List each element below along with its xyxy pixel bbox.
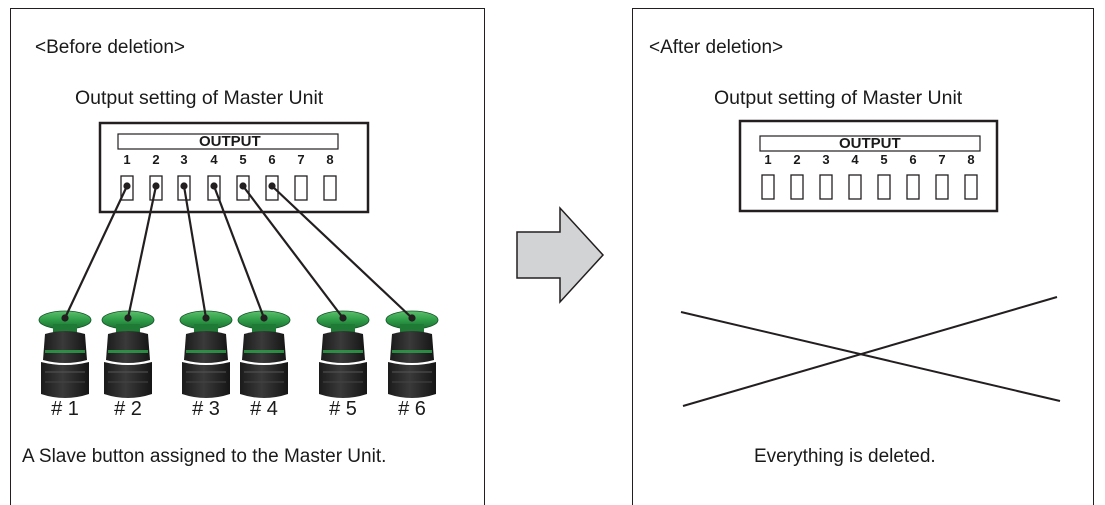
- before-heading: <Before deletion>: [35, 37, 186, 58]
- after-heading: <After deletion>: [649, 37, 784, 58]
- after-channel-number: 6: [909, 152, 917, 167]
- after-subtitle: Output setting of Master Unit: [714, 87, 963, 109]
- connection-dot: [202, 314, 210, 322]
- assignment-lines: [61, 182, 416, 322]
- connection-dot: [339, 314, 347, 322]
- before-deletion-panel: <Before deletion> Output setting of Mast…: [10, 8, 485, 505]
- after-output-label: OUTPUT: [839, 135, 901, 152]
- slave-button-icon: [316, 310, 370, 399]
- before-channel-number: 4: [210, 152, 218, 167]
- after-channel-number: 4: [851, 152, 859, 167]
- before-subtitle: Output setting of Master Unit: [75, 87, 324, 109]
- connection-dot: [152, 182, 160, 190]
- before-output-label: OUTPUT: [199, 133, 261, 150]
- slave-number-label: # 6: [398, 398, 426, 420]
- slave-number-label: # 5: [329, 398, 357, 420]
- after-channel-number: 7: [938, 152, 946, 167]
- slave-button-icon: [385, 310, 439, 399]
- slave-number-label: # 2: [114, 398, 142, 420]
- slave-button-icon: [237, 310, 291, 399]
- after-channel-number: 3: [822, 152, 830, 167]
- assignment-line: [182, 185, 208, 319]
- after-output-slot-3: [819, 174, 833, 200]
- assignment-line: [271, 185, 413, 319]
- before-channel-number: 1: [123, 152, 131, 167]
- before-output-slot-8: [323, 175, 337, 201]
- after-channel-number: 2: [793, 152, 801, 167]
- after-channel-number: 8: [967, 152, 975, 167]
- after-output-slot-2: [790, 174, 804, 200]
- after-master-unit: [738, 119, 999, 213]
- before-output-slot-7: [294, 175, 308, 201]
- connection-dot: [180, 182, 188, 190]
- before-channel-number: 6: [268, 152, 276, 167]
- connection-dot: [123, 182, 131, 190]
- after-output-slot-8: [964, 174, 978, 200]
- assignment-line: [242, 185, 344, 319]
- before-channel-number: 3: [180, 152, 188, 167]
- before-channel-number: 2: [152, 152, 160, 167]
- after-output-slot-4: [848, 174, 862, 200]
- connection-dot: [260, 314, 268, 322]
- assignment-line: [212, 185, 266, 319]
- slave-number-label: # 4: [250, 398, 278, 420]
- after-channel-number: 5: [880, 152, 888, 167]
- before-master-unit: [98, 121, 370, 214]
- assignment-line: [64, 185, 128, 319]
- connection-dot: [210, 182, 218, 190]
- slave-button-icon: [101, 310, 155, 399]
- connection-dot: [124, 314, 132, 322]
- slave-number-label: # 1: [51, 398, 79, 420]
- slave-number-label: # 3: [192, 398, 220, 420]
- after-channel-number: 1: [764, 152, 772, 167]
- connection-dot: [408, 314, 416, 322]
- before-caption: A Slave button assigned to the Master Un…: [22, 446, 387, 467]
- after-output-slot-1: [761, 174, 775, 200]
- connection-dot: [61, 314, 69, 322]
- assignment-line: [126, 185, 158, 319]
- before-channel-number: 8: [326, 152, 334, 167]
- after-deletion-panel: <After deletion> Output setting of Maste…: [632, 8, 1094, 505]
- after-output-slot-6: [906, 174, 920, 200]
- connection-dot: [268, 182, 276, 190]
- after-output-slot-5: [877, 174, 891, 200]
- before-channel-number: 5: [239, 152, 247, 167]
- slave-buttons: [38, 310, 439, 399]
- slave-button-icon: [179, 310, 233, 399]
- slave-button-icon: [38, 310, 92, 399]
- before-channel-number: 7: [297, 152, 305, 167]
- after-caption: Everything is deleted.: [754, 446, 936, 467]
- cross-mark-icon: [680, 296, 1061, 407]
- connection-dot: [239, 182, 247, 190]
- after-output-slot-7: [935, 174, 949, 200]
- right-arrow-icon: [516, 206, 605, 304]
